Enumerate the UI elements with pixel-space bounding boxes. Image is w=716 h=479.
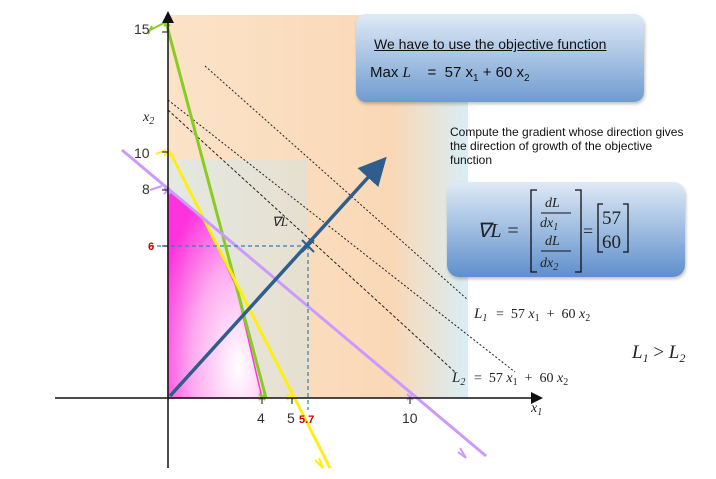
vector-equals: = [583, 221, 593, 241]
objective-heading: We have to use the objective function [374, 36, 607, 52]
gradient-arrow [168, 156, 387, 398]
x-tick-10: 10 [402, 410, 418, 426]
objective-formula: Max L = 57 x1 + 60 x2 [370, 64, 530, 84]
svg-text:L1: L1 [473, 306, 487, 324]
y-tick-10: 10 [134, 145, 150, 161]
l2-equation: L2 = 57 x1 + 60 x2 [451, 370, 568, 388]
x-tick-4: 4 [257, 410, 265, 426]
constraint-lavender [121, 148, 487, 458]
iso-line-dotted-2 [167, 99, 516, 373]
objective-function-box: We have to use the objective function Ma… [356, 14, 644, 102]
iso-line-dotted-1 [204, 65, 469, 301]
svg-text:= 57 x1 + 60 x2: = 57 x1 + 60 x2 [474, 371, 568, 388]
gradient-formula: ∇L = dL dx1 dL dx2 = 57 60 [477, 189, 629, 273]
l1-equation: L1 = 57 x1 + 60 x2 [473, 306, 590, 324]
y-tick-6-red: 6 [148, 241, 154, 253]
x-axis-name: x1 [530, 401, 542, 418]
numerator-1: dL [545, 196, 560, 211]
numerator-2: dL [545, 234, 560, 249]
denominator-1: dx1 [540, 216, 558, 233]
constraint-green [164, 21, 268, 399]
x-tick-5: 5 [287, 410, 295, 426]
objective-equals: = [427, 64, 437, 81]
axis-tick-marks [162, 31, 411, 404]
y-tick-8: 8 [142, 181, 150, 197]
y-axis-name: x2 [142, 110, 154, 127]
gradient-note: Compute the gradient whose direction giv… [450, 125, 684, 167]
vector-bottom: 60 [602, 232, 621, 253]
vector-top: 57 [602, 208, 621, 229]
objective-var: L [402, 65, 411, 81]
svg-text:= 57 x1 + 60 x2: = 57 x1 + 60 x2 [496, 307, 590, 324]
gradient-arrow-label: ∇L [272, 214, 288, 229]
optimum-marker [301, 239, 315, 253]
gradient-box: ∇L = dL dx1 dL dx2 = 57 60 [447, 182, 685, 277]
y-tick-15: 15 [134, 21, 150, 37]
nabla-l: ∇L = [477, 220, 520, 242]
denominator-2: dx2 [540, 256, 558, 273]
max-label: Max [370, 64, 399, 81]
x-tick-5-7-red: 5.7 [299, 414, 314, 426]
comparison-label: L1 > L2 [631, 342, 685, 365]
